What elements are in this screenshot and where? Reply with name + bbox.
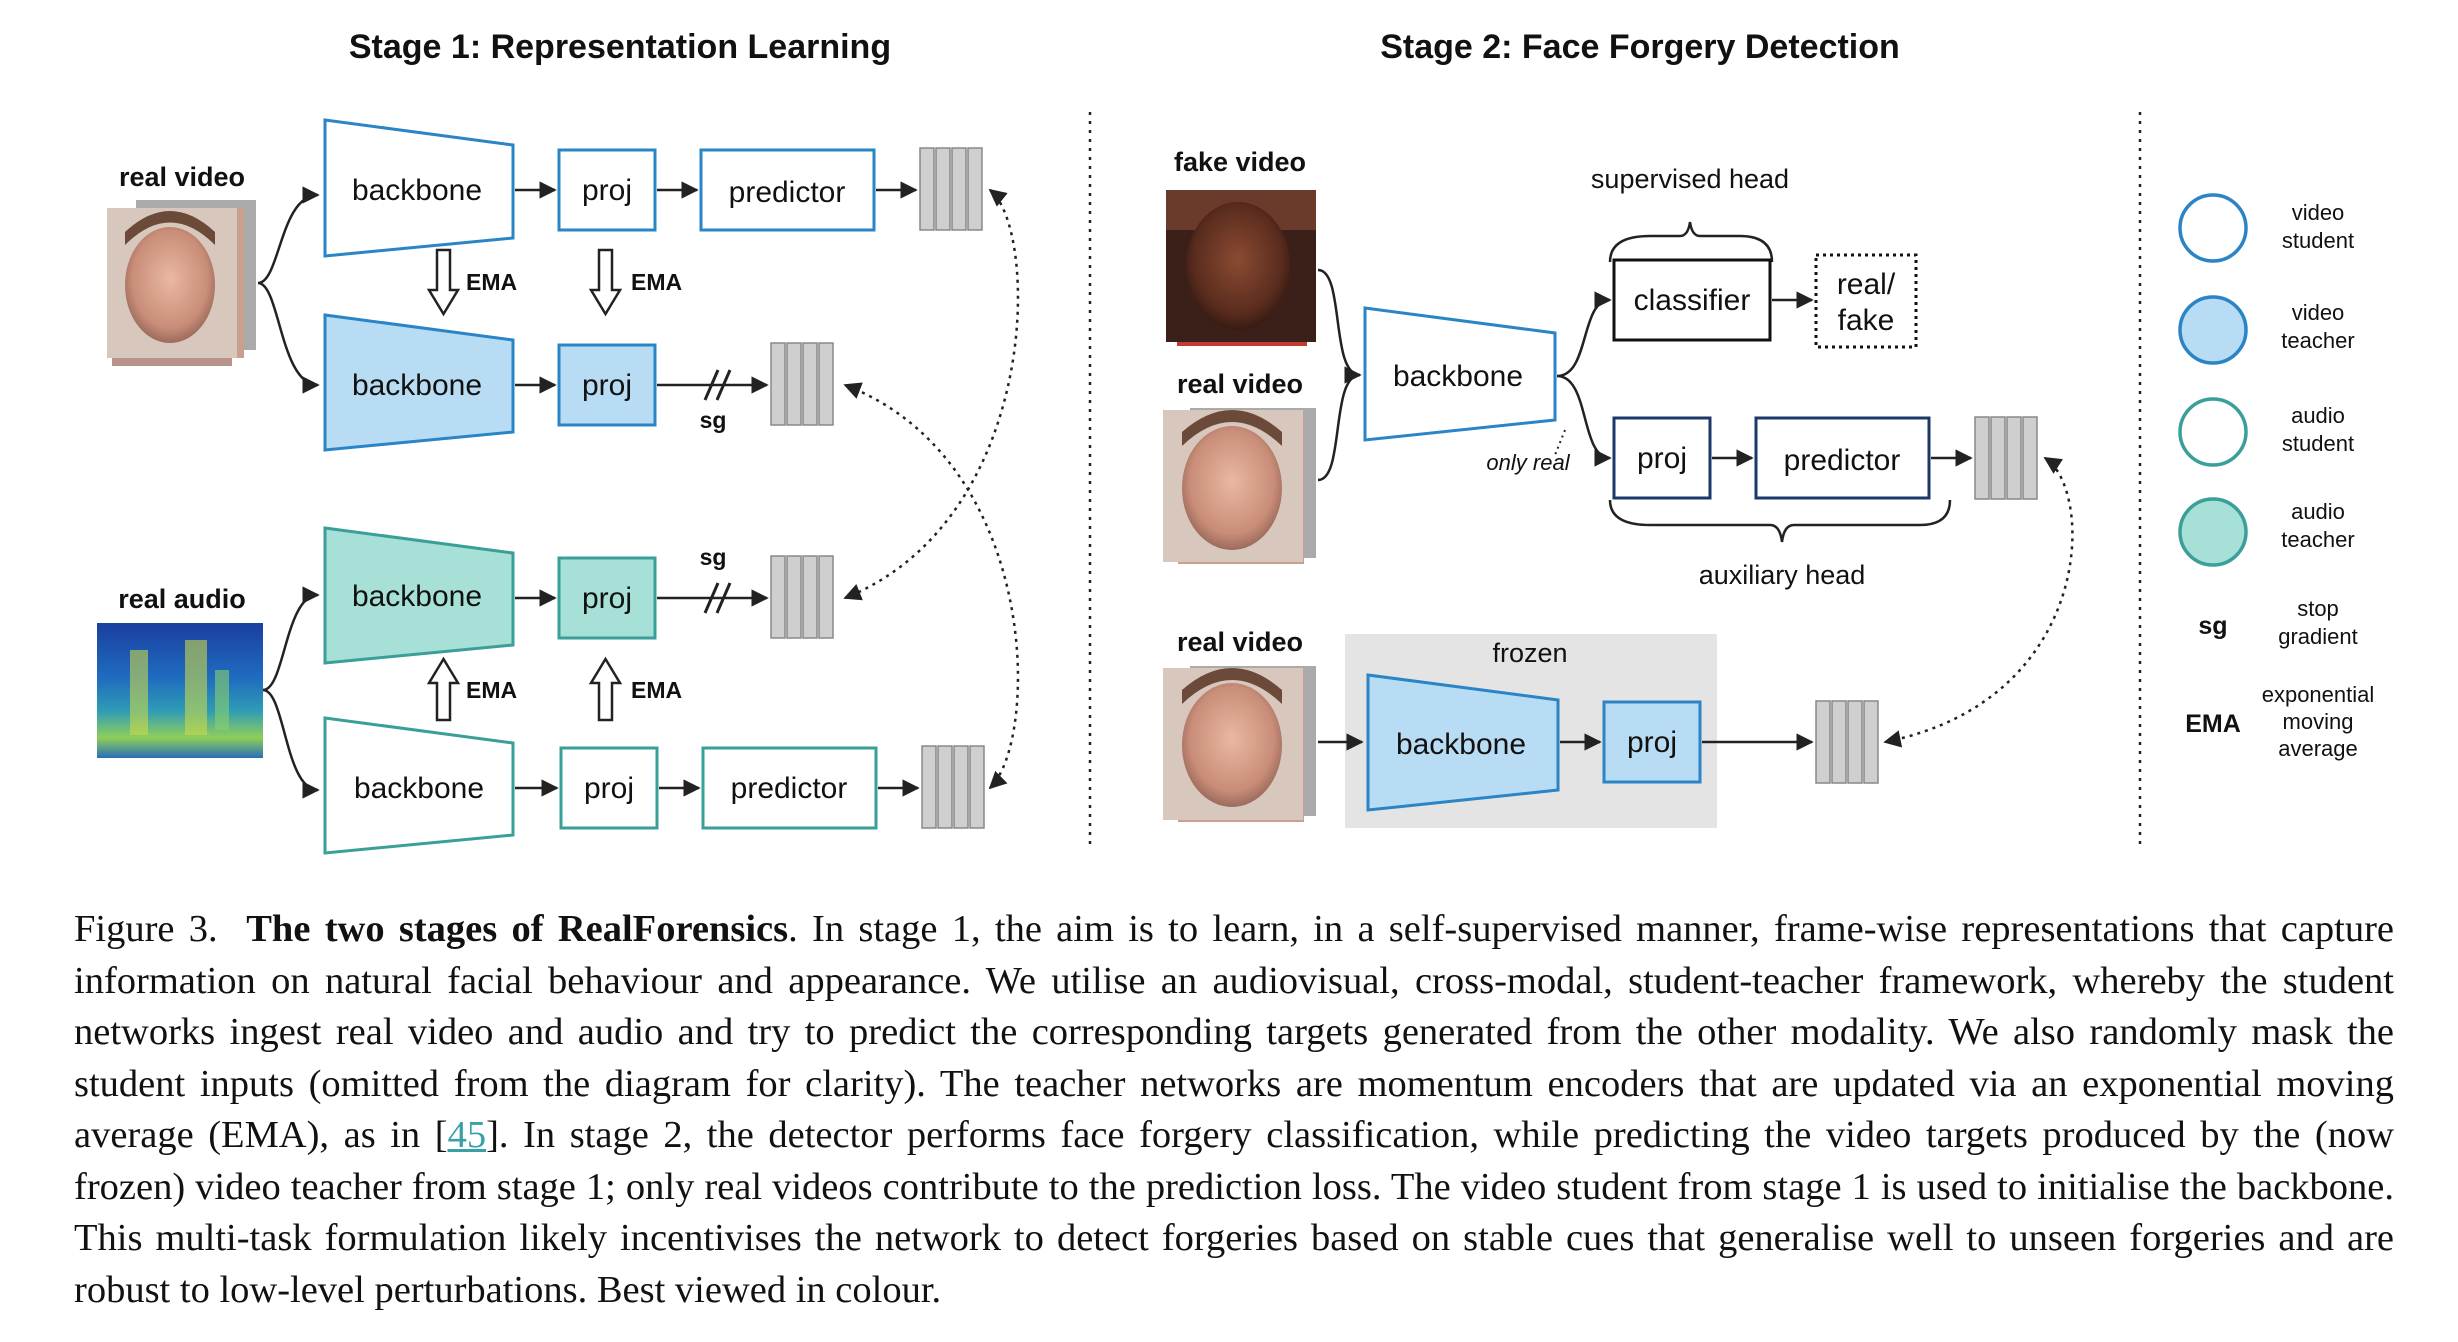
- stage1-audio-student-proj-label: proj: [584, 772, 634, 805]
- stage1-audio-teacher-target-frames: [770, 555, 834, 639]
- stage1-real-video-frames: [107, 200, 256, 366]
- stage1-real-video-label: real video: [119, 162, 245, 192]
- legend-sg-key: sg: [2198, 612, 2227, 640]
- stage1-audio-ema-label-1: EMA: [466, 677, 517, 703]
- stage2-proj: [1612, 416, 1712, 500]
- stage1-video-student-output-frames: [919, 147, 983, 231]
- legend-sg-desc-line1: stop: [2297, 596, 2339, 621]
- stage2-real-video-frames: [1163, 408, 1316, 564]
- stage1-audio-teacher-proj: [557, 556, 657, 640]
- legend-video-student-line1: video: [2292, 200, 2345, 225]
- stage2-auxiliary-head-label: auxiliary head: [1699, 560, 1866, 590]
- stage2-frozen-backbone-label: backbone: [1396, 728, 1526, 761]
- stage1-audio-teacher-backbone: [323, 526, 515, 665]
- supervised-head-brace: [1608, 221, 1774, 263]
- stage1-real-audio-label: real audio: [118, 584, 246, 614]
- stage2-classifier-label: classifier: [1634, 284, 1751, 317]
- stage1-audio-spectrogram: [97, 623, 263, 758]
- stage1-audio-teacher-proj-label: proj: [582, 582, 632, 615]
- stage2-frozen-target-frames: [1815, 700, 1879, 784]
- legend-audio-teacher-swatch: [2178, 497, 2248, 567]
- stage2-frozen-label: frozen: [1492, 638, 1567, 668]
- stage1-audio-ema-label-2: EMA: [631, 677, 682, 703]
- legend-video-student-swatch: [2178, 193, 2248, 263]
- only-real-pointer: [1554, 429, 1566, 456]
- stage2-output-line2: fake: [1838, 304, 1895, 337]
- stage1-audio-teacher-backbone-label: backbone: [352, 580, 482, 613]
- stage1-video-student-proj: [557, 148, 657, 232]
- stage1-audio-student-backbone: [323, 716, 515, 855]
- stage1-video-ema-label-1: EMA: [466, 269, 517, 295]
- stage1-video-teacher-proj-label: proj: [582, 369, 632, 402]
- stage2-title: Stage 2: Face Forgery Detection: [1380, 28, 1900, 66]
- stage1-audio-student-predictor-label: predictor: [731, 772, 848, 805]
- caption-title: The two stages of RealForensics: [246, 908, 789, 950]
- stage2-backbone: [1363, 306, 1557, 442]
- caption-citation-link[interactable]: 45: [447, 1114, 487, 1156]
- stage2-frozen-proj: [1602, 700, 1702, 784]
- stage2-frozen-backbone: [1366, 673, 1560, 812]
- stage1-video-teacher-target-frames: [770, 342, 834, 426]
- legend-video-student-line2: student: [2282, 228, 2354, 253]
- stage1-video-student-predictor-label: predictor: [729, 176, 846, 209]
- stage1-video-student-backbone: [323, 118, 515, 258]
- legend-audio-student-line1: audio: [2291, 403, 2345, 428]
- stage2-predictor-output-frames: [1974, 416, 2038, 500]
- legend-video-teacher-line2: teacher: [2281, 328, 2354, 353]
- legend-audio-teacher-line2: teacher: [2281, 527, 2354, 552]
- stage2-output-line1: real/: [1837, 268, 1896, 301]
- stage1-audio-sg-mark: [703, 582, 732, 614]
- stage2-frozen-proj-label: proj: [1627, 726, 1677, 759]
- diagram: Stage 1: Representation Learning real vi…: [97, 28, 2375, 855]
- stage1-video-teacher-backbone-label: backbone: [352, 369, 482, 402]
- stage2-fake-video-label: fake video: [1174, 147, 1306, 177]
- stage1-cross-modal-link-video-to-audio: [843, 188, 1020, 601]
- stage1-audio-sg-label: sg: [700, 544, 727, 570]
- stage1-audio-ema-arrows: [426, 656, 623, 722]
- stage2-only-real-label: only real: [1486, 450, 1570, 475]
- stage2-predictor-label: predictor: [1784, 444, 1901, 477]
- caption-text-after-cite: ]. In stage 2, the detector performs fac…: [74, 1114, 2394, 1311]
- caption-figure-label: Figure 3.: [74, 908, 218, 950]
- stage1-video-ema-arrows: [426, 248, 623, 317]
- stage2-real-video-label: real video: [1177, 369, 1303, 399]
- stage2-fake-video-frames: [1166, 190, 1316, 346]
- stage1-video-ema-label-2: EMA: [631, 269, 682, 295]
- stage1-title: Stage 1: Representation Learning: [349, 28, 891, 66]
- legend-audio-student-line2: student: [2282, 431, 2354, 456]
- stage2-backbone-label: backbone: [1393, 360, 1523, 393]
- legend-video-teacher-swatch: [2178, 295, 2248, 365]
- stage1-video-teacher-proj: [557, 343, 657, 427]
- stage2-real-video-label-2: real video: [1177, 627, 1303, 657]
- legend: video student video teacher audio studen…: [2178, 193, 2375, 761]
- stage2-classifier: [1612, 258, 1772, 342]
- stage1-video-teacher-backbone: [323, 313, 515, 452]
- stage1-cross-modal-link-audio-to-video: [843, 382, 1020, 790]
- stage1-audio-student-proj: [559, 746, 659, 830]
- stage1-audio-student-backbone-label: backbone: [354, 772, 484, 805]
- stage1-audio-student-output-frames: [921, 745, 985, 829]
- figure-caption: Figure 3. The two stages of RealForensic…: [74, 904, 2394, 1316]
- legend-ema-desc-line3: average: [2278, 736, 2358, 761]
- stage1-video-sg-mark: [703, 369, 732, 401]
- stage2-target-link: [1883, 456, 2074, 748]
- legend-audio-student-swatch: [2178, 397, 2248, 467]
- legend-ema-desc-line1: exponential: [2262, 682, 2375, 707]
- caption-text-before-cite: . In stage 1, the aim is to learn, in a …: [74, 908, 2395, 1156]
- legend-ema-desc-line2: moving: [2283, 709, 2354, 734]
- auxiliary-head-brace: [1608, 499, 1952, 543]
- stage2-supervised-head-label: supervised head: [1591, 164, 1789, 194]
- stage1-video-sg-label: sg: [700, 407, 727, 433]
- stage2-real-fake-output: [1814, 253, 1918, 349]
- legend-audio-teacher-line1: audio: [2291, 499, 2345, 524]
- stage1-video-student-backbone-label: backbone: [352, 174, 482, 207]
- legend-ema-key: EMA: [2185, 710, 2241, 738]
- stage2-proj-label: proj: [1637, 442, 1687, 475]
- legend-video-teacher-line1: video: [2292, 300, 2345, 325]
- stage2-real-video-frames-2: [1163, 666, 1316, 822]
- stage1-video-student-proj-label: proj: [582, 174, 632, 207]
- legend-sg-desc-line2: gradient: [2278, 624, 2358, 649]
